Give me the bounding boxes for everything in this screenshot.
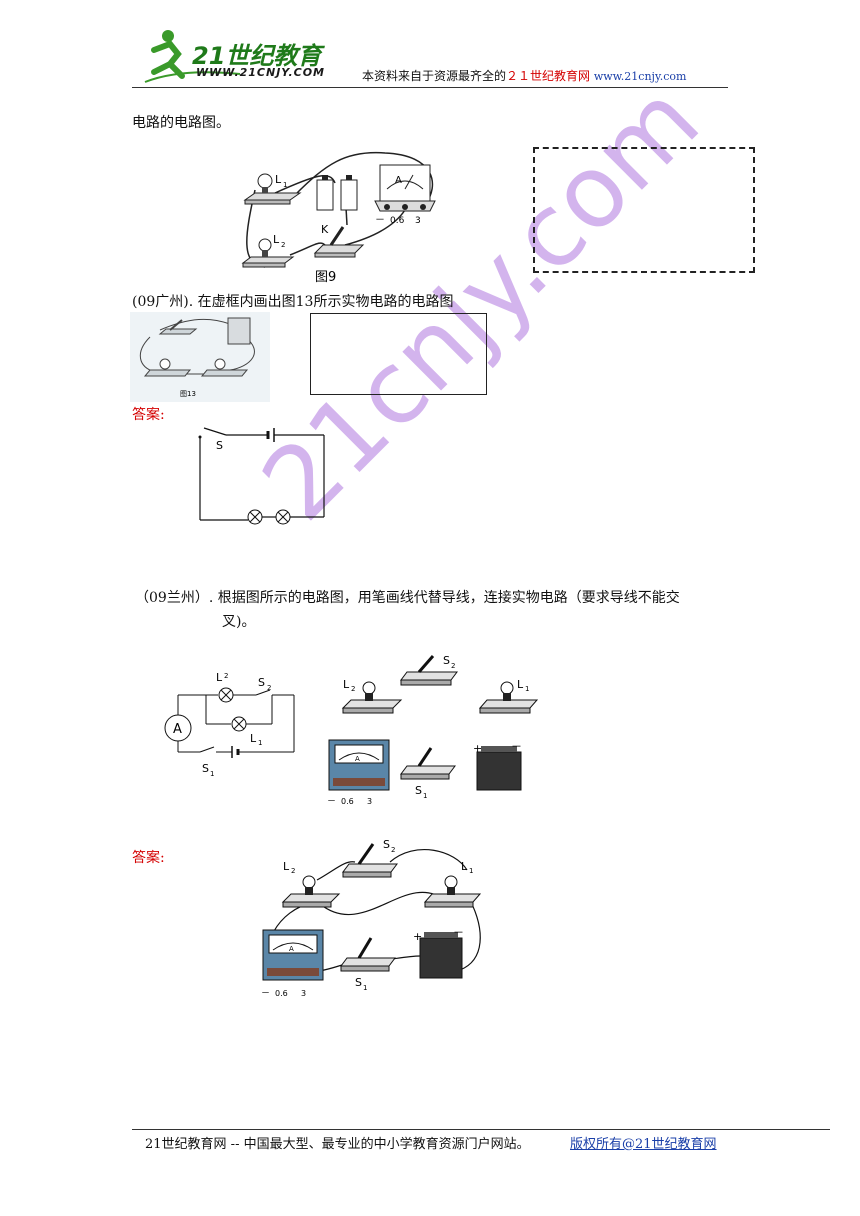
svg-text:0.6: 0.6 — [275, 989, 288, 998]
site-logo[interactable]: 21世纪教育 WWW.21CNJY.COM — [140, 24, 340, 84]
svg-text:+: + — [413, 930, 422, 943]
header-source: 本资料来自于资源最齐全的２１世纪教育网 www.21cnjy.com — [362, 69, 687, 83]
svg-text:2: 2 — [351, 685, 355, 693]
svg-text:1: 1 — [363, 984, 367, 992]
footer-tagline: 21世纪教育网 -- 中国最大型、最专业的中小学教育资源门户网站。 — [145, 1137, 530, 1152]
svg-text:L: L — [216, 671, 223, 684]
svg-text:S: S — [383, 838, 390, 851]
svg-text:S: S — [443, 654, 450, 667]
svg-text:L: L — [283, 860, 290, 873]
fig9-l2-label: L — [273, 233, 280, 246]
lanzhou-schematic: A L 2 S 2 L 1 S 1 — [164, 671, 295, 778]
svg-text:S: S — [202, 762, 209, 775]
header-divider — [132, 87, 728, 88]
svg-text:1: 1 — [210, 770, 214, 778]
fig13-caption: 图13 — [180, 390, 196, 398]
figure-13-circuit-photo: 图13 — [130, 312, 270, 402]
question-guangzhou: (09广州). 在虚框内画出图13所示实物电路的电路图 — [132, 294, 454, 310]
svg-text:A: A — [289, 945, 294, 953]
svg-text:0.6: 0.6 — [390, 216, 405, 226]
svg-text:－: － — [511, 740, 522, 753]
svg-text:2: 2 — [267, 684, 271, 692]
svg-text:－: － — [375, 215, 385, 226]
header-site-link[interactable]: www.21cnjy.com — [593, 70, 687, 83]
question-lanzhou-line1: （09兰州）. 根据图所示的电路图，用笔画线代替导线，连接实物电路（要求导线不能… — [135, 590, 680, 606]
svg-text:3: 3 — [415, 216, 421, 226]
svg-text:0.6: 0.6 — [341, 797, 354, 806]
answer-label-2: 答案: — [132, 850, 165, 866]
svg-text:－: － — [453, 926, 464, 939]
svg-text:2: 2 — [451, 662, 455, 670]
answer-wiring-diagram: L 2 S 2 L 1 A － 0.6 3 S 1 + － — [261, 838, 482, 999]
svg-text:1: 1 — [423, 792, 427, 800]
footer-divider — [132, 1129, 830, 1130]
answer-switch-label: S — [216, 439, 223, 452]
logo-url: WWW.21CNJY.COM — [196, 66, 325, 79]
schematic-ammeter-label: A — [173, 722, 182, 737]
svg-text:1: 1 — [469, 867, 473, 875]
answer-circuit-diagram: S — [198, 427, 325, 525]
svg-text:2: 2 — [391, 846, 395, 854]
answer-label-1: 答案: — [132, 407, 165, 423]
footer-copyright-link[interactable]: 版权所有@21世纪教育网 — [570, 1137, 717, 1152]
header-site-name: ２１世纪教育网 — [506, 69, 591, 83]
lanzhou-components: L 2 S 2 L 1 A － 0.6 3 S 1 + － — [327, 654, 539, 807]
svg-text:L: L — [517, 678, 524, 691]
svg-text:S: S — [258, 676, 265, 689]
svg-text:1: 1 — [525, 685, 529, 693]
svg-text:2: 2 — [224, 672, 228, 680]
svg-text:－: － — [261, 989, 270, 999]
runner-logo-icon — [144, 30, 241, 83]
svg-text:L: L — [343, 678, 350, 691]
svg-text:A: A — [355, 755, 360, 763]
answer-box-dashdot — [533, 147, 755, 273]
svg-text:L: L — [461, 860, 468, 873]
figure-9-circuit-photo: L 1 A － 0.6 3 L 2 K 图9 — [241, 151, 436, 285]
svg-text:2: 2 — [281, 241, 285, 249]
intro-text: 电路的电路图。 — [132, 115, 230, 131]
fig9-l1-label: L — [275, 173, 282, 186]
svg-text:+: + — [473, 742, 482, 755]
svg-text:1: 1 — [283, 181, 287, 189]
svg-text:1: 1 — [258, 739, 262, 747]
svg-text:L: L — [250, 732, 257, 745]
logo-title: 21世纪教育 — [192, 42, 322, 70]
question-lanzhou-line2: 叉)。 — [222, 614, 256, 630]
fig9-ammeter-label: A — [395, 175, 402, 186]
svg-text:S: S — [415, 784, 422, 797]
svg-text:3: 3 — [367, 797, 372, 806]
fig9-switch-label: K — [321, 223, 329, 236]
fig9-caption: 图9 — [315, 270, 336, 285]
svg-text:S: S — [355, 976, 362, 989]
svg-text:3: 3 — [301, 989, 306, 998]
svg-text:－: － — [327, 797, 336, 807]
answer-box-solid — [310, 313, 487, 395]
svg-text:2: 2 — [291, 867, 295, 875]
